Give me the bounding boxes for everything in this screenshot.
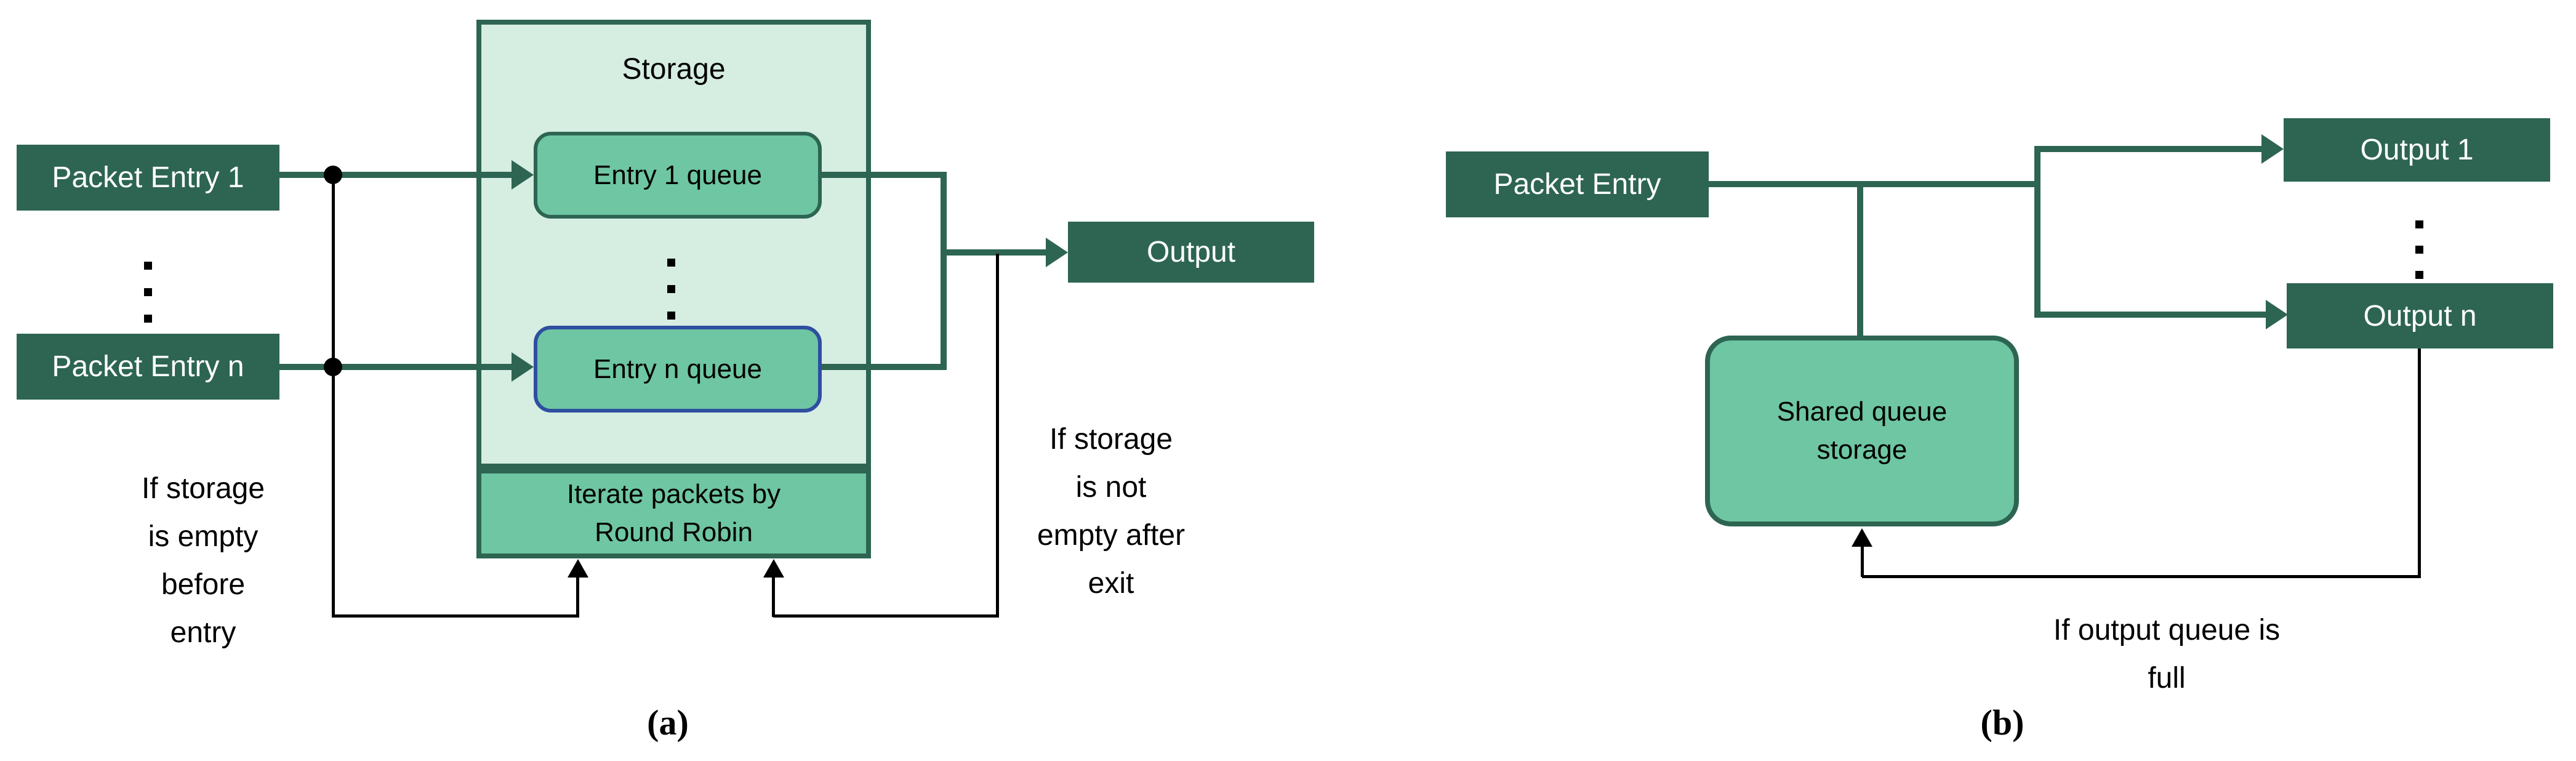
iterate-label-line1: Iterate packets by [566,479,781,509]
note-line: exit [1088,567,1134,600]
ellipsis-dot [2415,271,2423,279]
entry-1-queue-label: Entry 1 queue [593,159,762,190]
arrowhead-feedback-right [763,559,784,578]
branch-top-line [2034,146,2261,152]
flow-line-entryn [279,364,514,370]
output-1-box: Output 1 [2284,118,2550,182]
output-box: Output [1068,222,1314,283]
arrowhead-feedback-left [568,559,588,578]
ellipsis-dot [144,288,152,296]
packet-entry-1-box: Packet Entry 1 [17,145,279,211]
feedback-right-vertical [996,254,999,618]
output-n-box: Output n [2287,283,2553,348]
ellipsis-dot [2415,220,2423,228]
packet-entry-line [1709,181,2040,187]
output-n-label: Output n [2363,299,2477,332]
queue1-exit-line [822,172,947,178]
ellipsis-dot [144,262,152,270]
note-line: empty after [1037,519,1186,552]
shared-queue-label-line2: storage [1816,435,1908,465]
note-line: If storage [1049,423,1173,456]
shared-queue-label-line1: Shared queue [1776,397,1948,427]
branch-bottom-line [2034,312,2266,318]
ellipsis-dot [667,285,675,293]
ellipsis-dot [144,315,152,323]
feedback-b-upleg [1861,544,1864,577]
note-line: full [2148,662,2186,695]
caption-b: (b) [1980,703,2024,743]
entry-n-queue-label: Entry n queue [593,353,762,384]
note-line: is not [1075,471,1147,504]
flow-line-entry1 [279,172,514,178]
feedback-left-upleg [576,574,579,617]
packet-entry-n-label: Packet Entry n [52,350,244,383]
output-1-label: Output 1 [2360,134,2474,166]
drop-to-shared-line [1857,181,1863,336]
note-line: before [161,568,246,601]
arrowhead-entry1 [512,160,534,190]
iterate-label: Iterate packets by Round Robin [567,475,780,552]
packet-entry-box: Packet Entry [1446,151,1709,217]
packet-entry-1-label: Packet Entry 1 [52,161,244,194]
ellipsis-dot [667,259,675,267]
note-line: entry [170,616,236,649]
iterate-round-robin-strip: Iterate packets by Round Robin [476,469,871,558]
arrowhead-feedback-b [1852,528,1872,547]
note-storage-not-empty: If storage is not empty after exit [988,416,1234,608]
feedback-left-horizontal [332,614,579,618]
entry-n-queue-box: Entry n queue [534,326,822,413]
output-label: Output [1146,236,1236,268]
shared-queue-storage-box: Shared queue storage [1705,336,2019,526]
note-line: If storage [141,472,265,505]
feedback-right-horizontal [773,614,999,618]
arrowhead-outputn [2266,300,2288,329]
feedback-right-upleg [772,574,775,617]
note-line: is empty [148,520,259,553]
caption-a: (a) [647,703,689,743]
entry-1-queue-box: Entry 1 queue [534,132,822,219]
output-line [941,249,1046,256]
note-line: If output queue is [2053,614,2281,646]
storage-title: Storage [622,53,726,86]
exit-merge-line [941,172,947,370]
ellipsis-dot [667,312,675,320]
ellipsis-dot [2415,246,2423,254]
shared-queue-label: Shared queue storage [1777,393,1947,469]
arrowhead-output1 [2261,134,2284,164]
note-output-queue-full: If output queue is full [1982,606,2351,703]
queuen-exit-line [822,364,947,370]
feedback-b-horizontal [1862,575,2421,578]
packet-entry-label: Packet Entry [1493,168,1661,201]
arrowhead-entryn [512,352,534,382]
note-storage-empty: If storage is empty before entry [80,465,326,657]
arrowhead-output [1046,238,1068,267]
branch-vertical-line [2034,146,2040,318]
iterate-label-line2: Round Robin [595,517,753,547]
packet-entry-n-box: Packet Entry n [17,334,279,400]
feedback-left-vertical [332,175,335,616]
feedback-b-vertical [2418,348,2421,578]
